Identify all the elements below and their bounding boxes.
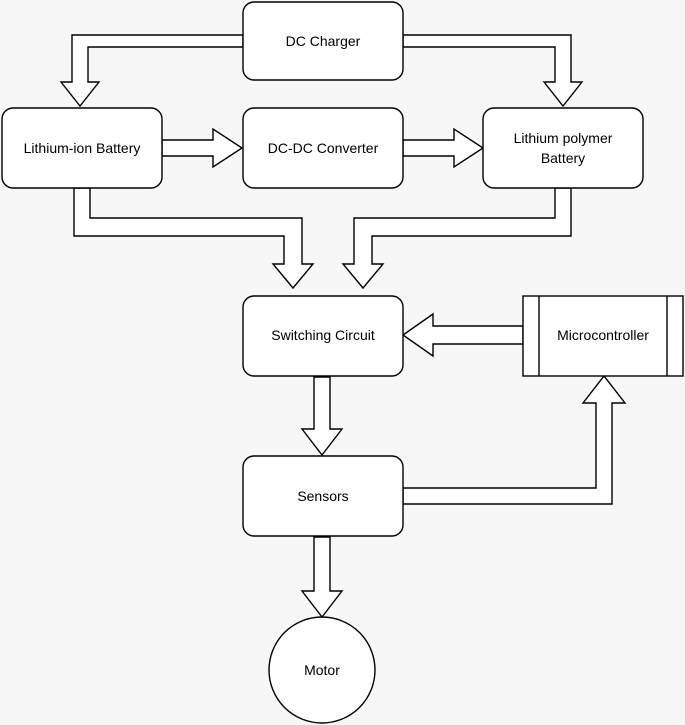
arrow-sensors-to-micro [402,374,627,505]
node-switching-circuit: Switching Circuit [242,295,404,377]
node-lithium-polymer-battery-label-line2: Battery [541,150,585,166]
arrow-charger-to-li-polymer [402,34,584,108]
node-microcontroller: Microcontroller [522,295,684,377]
node-sensors-label: Sensors [297,488,348,504]
node-microcontroller-label: Microcontroller [557,327,649,343]
node-motor-label: Motor [304,662,340,678]
arrow-switching-to-sensors [300,376,344,457]
arrow-li-ion-to-converter [161,127,244,169]
node-switching-circuit-label: Switching Circuit [271,327,375,343]
node-dc-charger-label: DC Charger [286,33,361,49]
node-sensors: Sensors [242,455,404,537]
arrow-micro-to-switching [401,312,524,358]
node-motor: Motor [268,616,376,724]
node-dc-charger: DC Charger [242,1,404,81]
node-lithium-polymer-battery: Lithium polymer Battery [482,107,644,189]
arrow-li-polymer-to-switching [341,187,572,290]
node-dc-dc-converter: DC-DC Converter [242,107,404,189]
arrow-sensors-to-motor [300,536,344,619]
arrow-converter-to-li-polymer [402,127,485,169]
arrow-li-ion-to-switching [73,187,315,290]
arrow-charger-to-li-ion [59,34,244,108]
node-lithium-polymer-battery-label-line1: Lithium polymer [514,130,613,146]
node-dc-dc-converter-label: DC-DC Converter [268,140,379,156]
node-lithium-ion-battery: Lithium-ion Battery [1,107,163,189]
node-lithium-ion-battery-label: Lithium-ion Battery [24,140,141,156]
